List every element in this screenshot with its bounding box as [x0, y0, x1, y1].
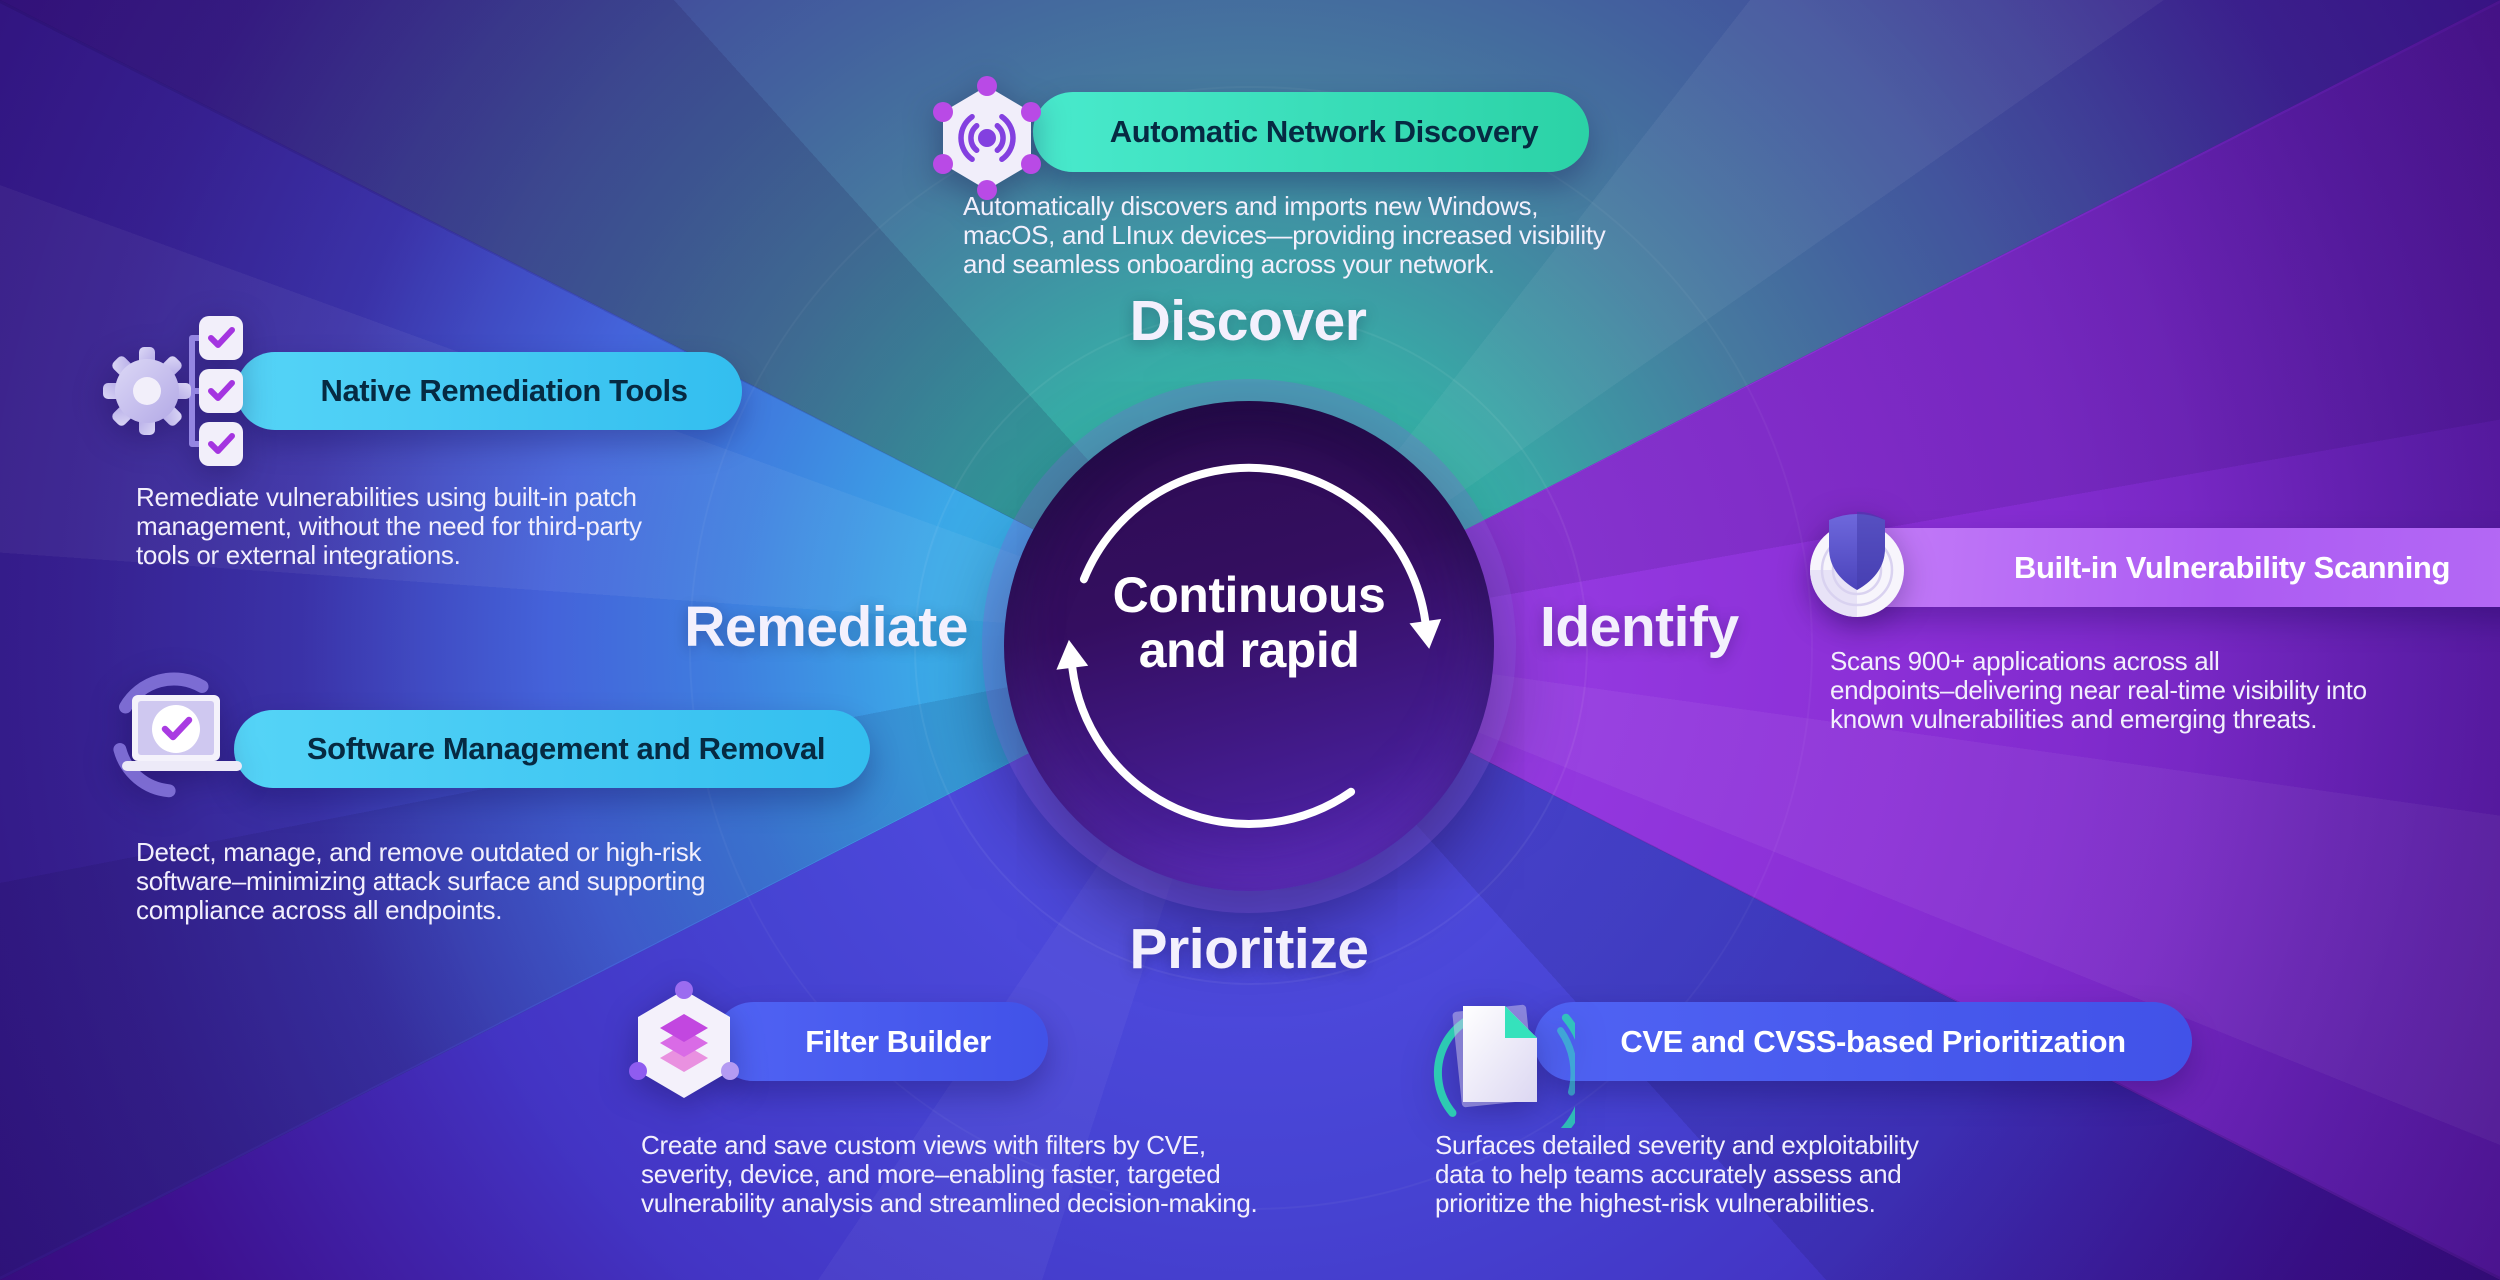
feature-description-filter-builder: Create and save custom views with filter… — [641, 1130, 1258, 1218]
feature-pill-cve-cvss-prioritization: CVE and CVSS-based Prioritization — [1534, 1002, 2192, 1081]
stage-label-identify: Identify — [1540, 595, 1739, 659]
feature-description-built-in-vulnerability-scanning: Scans 900+ applications across all endpo… — [1830, 646, 2367, 734]
stage-label-remediate: Remediate — [684, 595, 968, 659]
center-cycle-label: Continuous and rapid — [1004, 568, 1494, 678]
feature-pill-built-in-vulnerability-scanning: Built-in Vulnerability Scanning — [1821, 528, 2500, 607]
radar-shield-icon — [1810, 511, 1904, 617]
cycle-arrows-icon — [1056, 463, 1442, 828]
stage-label-prioritize: Prioritize — [1129, 917, 1369, 981]
feature-pill-label: Filter Builder — [805, 1023, 991, 1059]
feature-description-native-remediation-tools: Remediate vulnerabilities using built-in… — [136, 482, 642, 570]
feature-pill-software-management-removal: Software Management and Removal — [234, 710, 870, 788]
feature-pill-automatic-network-discovery: Automatic Network Discovery — [1033, 92, 1589, 172]
feature-pill-label: CVE and CVSS-based Prioritization — [1620, 1023, 2126, 1059]
stage-label-discover: Discover — [1129, 289, 1367, 353]
laptop-check-icon — [113, 672, 242, 798]
document-scan-icon — [1433, 1004, 1575, 1128]
gear-checklist-icon — [103, 316, 243, 466]
feature-description-software-management-removal: Detect, manage, and remove outdated or h… — [136, 837, 706, 925]
feature-pill-label: Automatic Network Discovery — [1109, 114, 1539, 149]
feature-pill-label: Software Management and Removal — [306, 731, 826, 766]
feature-pill-label: Built-in Vulnerability Scanning — [2014, 549, 2450, 585]
broadcast-hexagon-icon — [933, 76, 1041, 200]
feature-pill-filter-builder: Filter Builder — [714, 1002, 1048, 1081]
feature-pill-label: Native Remediation Tools — [320, 373, 688, 408]
center-cycle-label-line1: Continuous — [1112, 567, 1386, 623]
center-cycle-disc — [1004, 401, 1494, 891]
feature-description-cve-cvss-prioritization: Surfaces detailed severity and exploitab… — [1435, 1130, 1919, 1218]
filter-layers-hexagon-icon — [629, 981, 739, 1098]
decorative-ring-outer — [689, 86, 1813, 1210]
feature-pill-native-remediation-tools: Native Remediation Tools — [236, 352, 742, 430]
center-cycle-label-line2: and rapid — [1138, 622, 1360, 678]
feature-description-automatic-network-discovery: Automatically discovers and imports new … — [963, 191, 1606, 279]
